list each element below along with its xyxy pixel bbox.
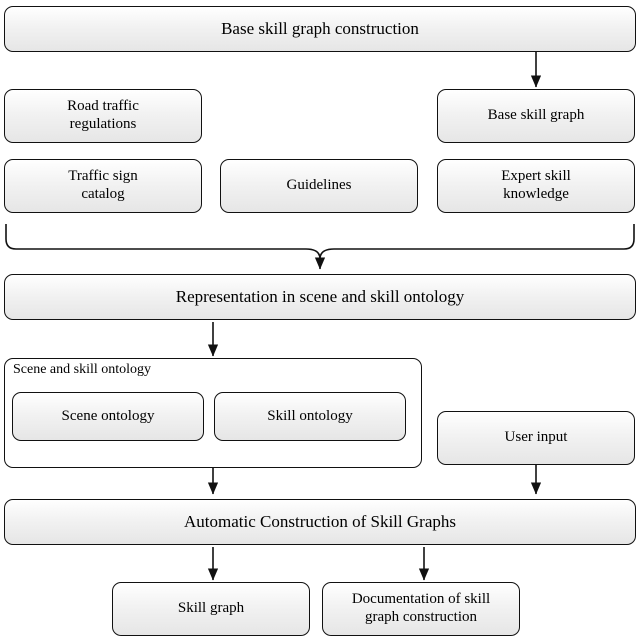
node-documentation-of-skill-graph-construction[interactable]: Documentation of skill graph constructio…: [322, 582, 520, 636]
node-label: Guidelines: [286, 177, 352, 194]
node-expert-skill-knowledge[interactable]: Expert skill knowledge: [437, 159, 635, 213]
brace-sources: [5, 224, 635, 260]
node-scene-ontology[interactable]: Scene ontology: [12, 392, 204, 441]
node-label: Base skill graph construction: [221, 18, 419, 38]
node-base-skill-graph[interactable]: Base skill graph: [437, 89, 635, 143]
node-label: Skill graph: [177, 600, 245, 617]
node-label: Representation in scene and skill ontolo…: [175, 286, 465, 306]
node-road-traffic-regulations[interactable]: Road traffic regulations: [4, 89, 202, 143]
node-label: User input: [504, 429, 568, 446]
node-base-skill-graph-construction[interactable]: Base skill graph construction: [4, 6, 636, 52]
node-label: Traffic sign catalog: [68, 168, 138, 202]
node-label: Skill ontology: [267, 407, 353, 424]
node-label: Base skill graph: [487, 107, 585, 124]
node-label: Expert skill knowledge: [501, 168, 571, 202]
node-label: Documentation of skill graph constructio…: [351, 591, 491, 625]
node-label: Road traffic regulations: [67, 98, 139, 132]
group-title: Scene and skill ontology: [13, 362, 152, 377]
node-automatic-construction-of-skill-graphs[interactable]: Automatic Construction of Skill Graphs: [4, 499, 636, 545]
node-representation-in-scene-and-skill-ontology[interactable]: Representation in scene and skill ontolo…: [4, 274, 636, 320]
node-label: Automatic Construction of Skill Graphs: [184, 511, 456, 531]
node-skill-ontology[interactable]: Skill ontology: [214, 392, 406, 441]
node-user-input[interactable]: User input: [437, 411, 635, 465]
node-traffic-sign-catalog[interactable]: Traffic sign catalog: [4, 159, 202, 213]
node-guidelines[interactable]: Guidelines: [220, 159, 418, 213]
node-label: Scene ontology: [61, 407, 155, 424]
node-skill-graph[interactable]: Skill graph: [112, 582, 310, 636]
